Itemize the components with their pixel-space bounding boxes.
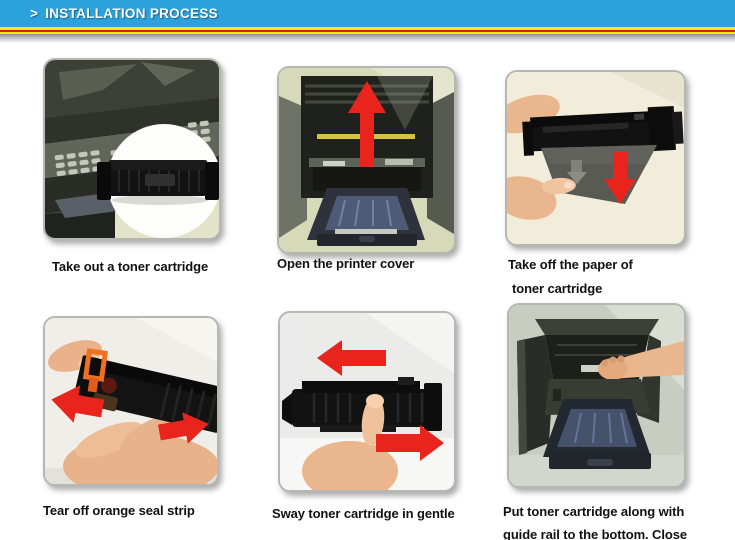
step4-photo-tear-seal — [43, 316, 219, 486]
red-left-arrow-icon — [317, 340, 386, 376]
red-up-arrow-icon — [348, 81, 386, 167]
section-title: > INSTALLATION PROCESS — [30, 6, 218, 21]
red-left-arrow-icon — [51, 385, 105, 423]
red-right-arrow-icon — [158, 412, 209, 444]
insert-cartridge-illustration — [509, 305, 684, 486]
title-arrow-marker: > — [30, 6, 39, 21]
step3-photo-remove-paper — [505, 70, 686, 246]
toner-cartridge-shape — [72, 355, 217, 433]
step3-caption-line2: toner cartridge — [512, 281, 603, 296]
toner-cartridge-shape — [522, 105, 684, 156]
finger-shape — [361, 396, 385, 446]
step2-photo-open-cover — [277, 66, 456, 254]
toner-cartridge-shape — [282, 377, 442, 432]
hands-and-cartridge-illustration — [507, 72, 684, 244]
opened-printer-illustration — [279, 68, 454, 252]
header-drop-shadow — [0, 34, 735, 43]
orange-seal-tab — [82, 348, 108, 393]
orange-seal-illustration — [45, 318, 217, 484]
step1-caption: Take out a toner cartridge — [52, 259, 209, 274]
printer-with-inset-illustration — [45, 60, 219, 238]
step1-photo-take-out-cartridge — [43, 58, 221, 240]
step6-photo-insert-cartridge — [507, 303, 686, 488]
step6-caption-line1: Put toner cartridge along with — [503, 504, 685, 519]
section-header: > INSTALLATION PROCESS — [0, 0, 735, 27]
step5-photo-sway-cartridge — [278, 311, 456, 492]
sway-cartridge-illustration — [280, 313, 454, 490]
step2-caption: Open the printer cover — [277, 256, 415, 271]
palm-shape — [302, 441, 398, 490]
step6-caption-line2: guide rail to the bottom. Close — [503, 527, 687, 540]
accent-stripe-red — [0, 29, 735, 32]
step4-caption: Tear off orange seal strip — [43, 503, 195, 518]
red-right-arrow-icon — [376, 425, 444, 461]
step3-caption-line1: Take off the paper of — [508, 257, 633, 272]
lower-hand-shape — [507, 176, 557, 220]
accent-stripe-yellow — [0, 27, 735, 34]
toner-cartridge-shape — [97, 160, 219, 200]
title-text: INSTALLATION PROCESS — [45, 6, 218, 21]
step5-caption: Sway toner cartridge in gentle — [272, 506, 455, 521]
red-down-arrow-icon — [604, 152, 636, 204]
